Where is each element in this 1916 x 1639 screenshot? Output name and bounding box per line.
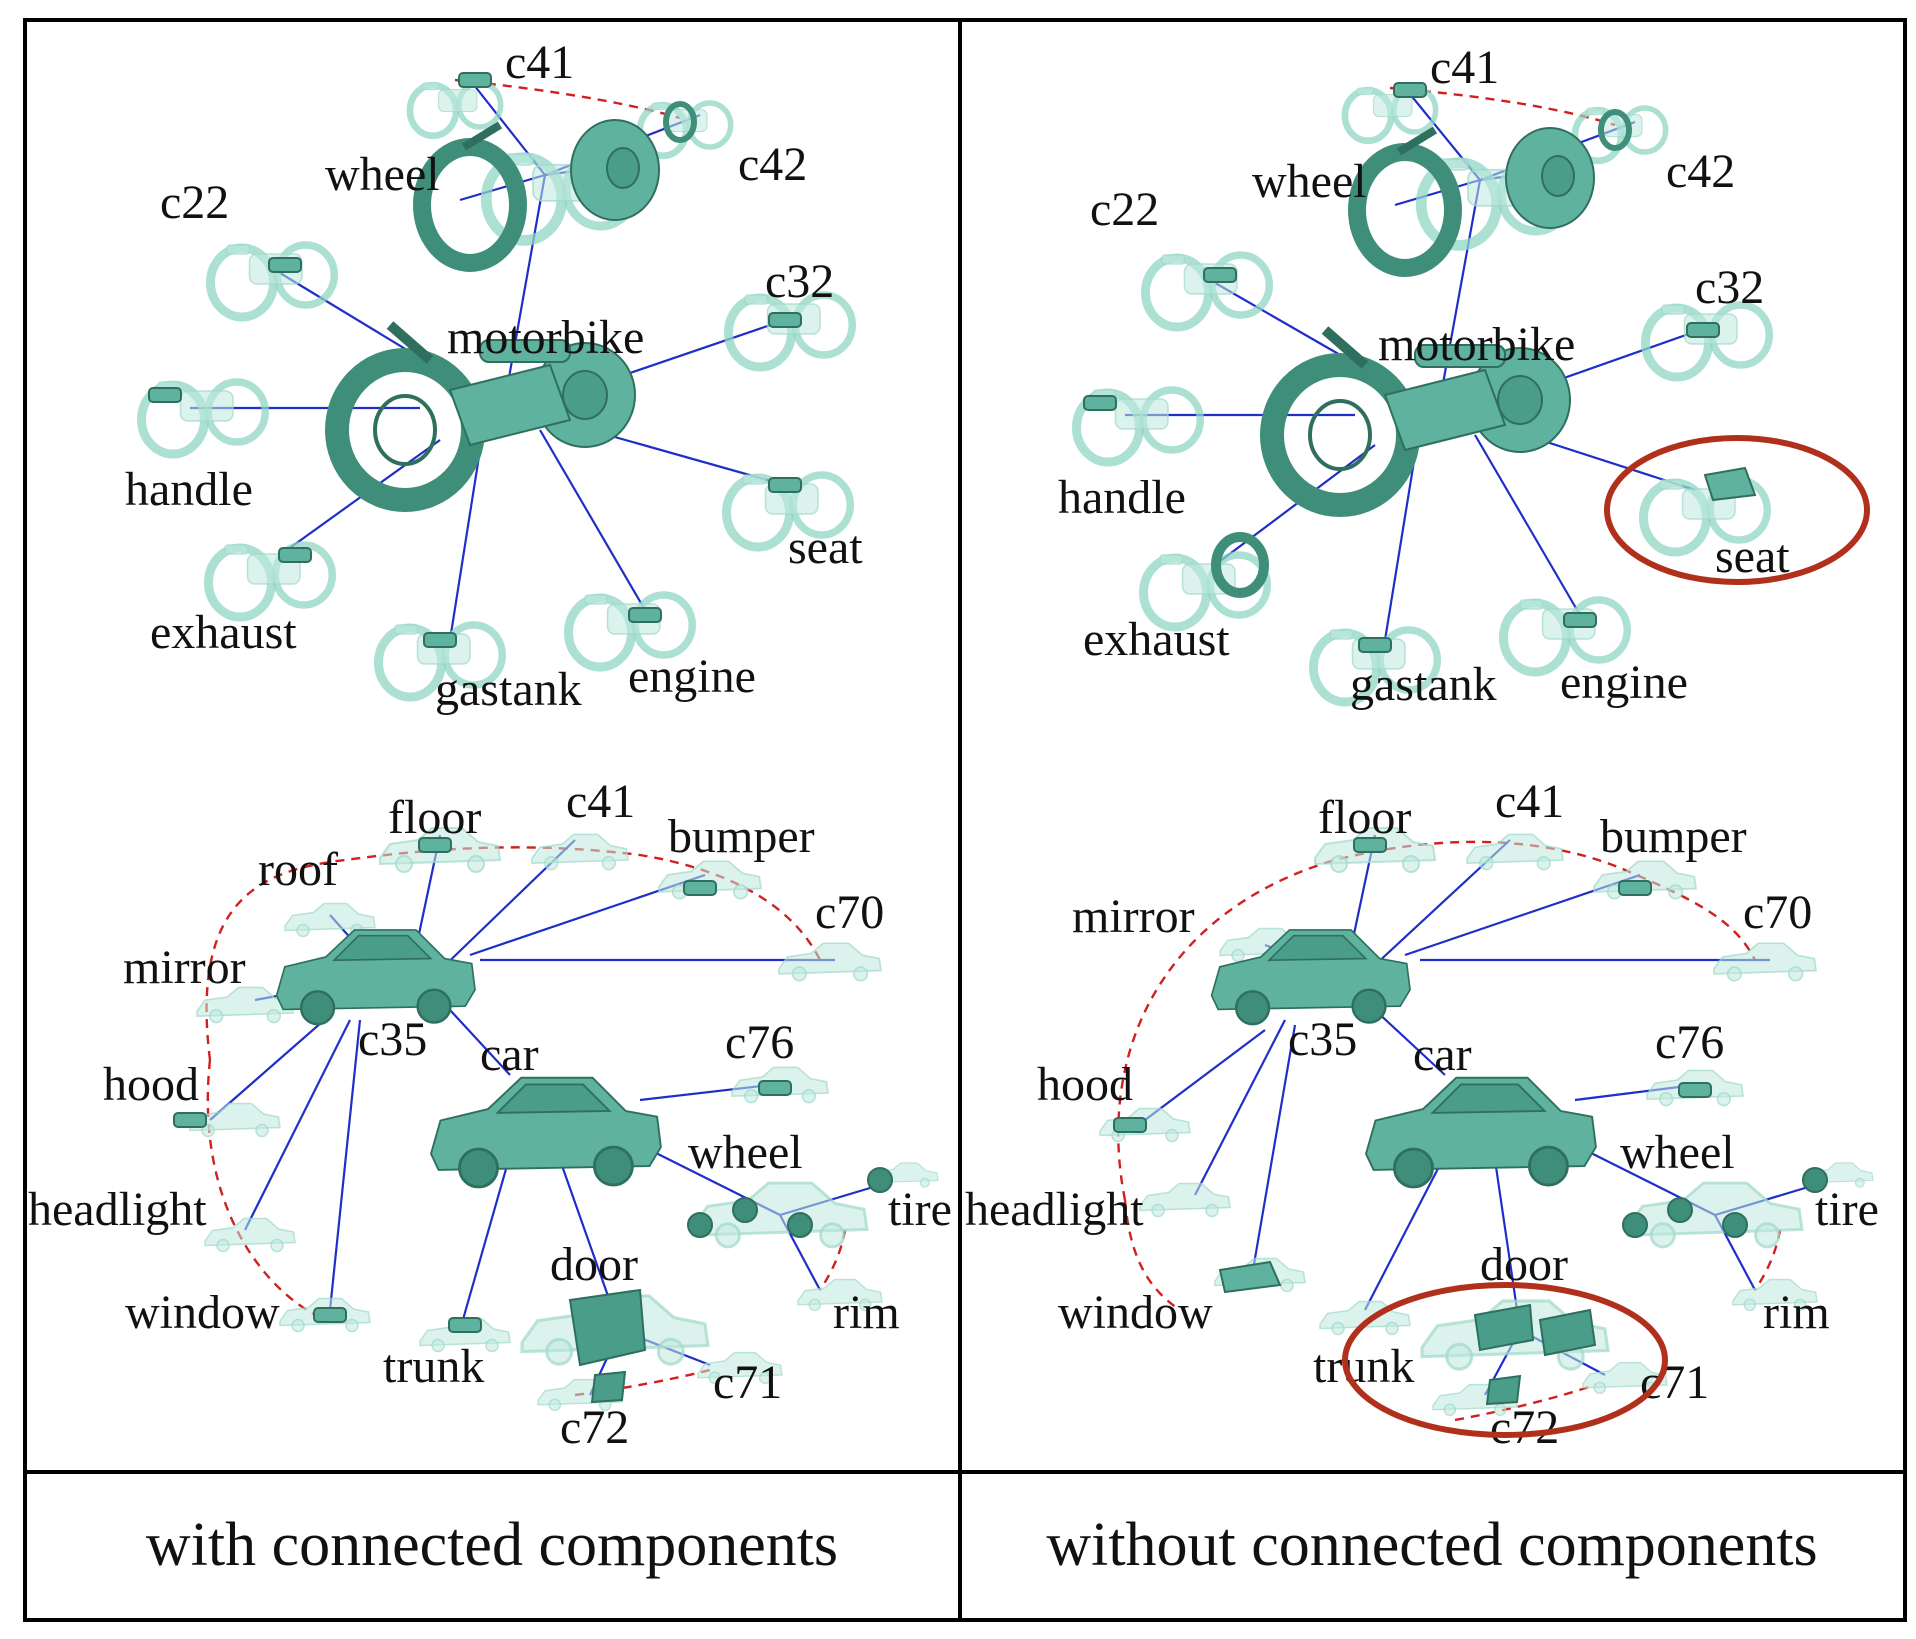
- label-handle: handle: [125, 463, 253, 516]
- label-car: car: [480, 1028, 539, 1081]
- label-trunk: trunk: [383, 1340, 484, 1393]
- label-c71: c71: [1640, 1356, 1709, 1409]
- label-door: door: [550, 1238, 638, 1291]
- label-headlight: headlight: [28, 1183, 207, 1236]
- label-gastank: gastank: [435, 663, 582, 716]
- figure-frame: [23, 18, 1907, 1622]
- label-wheel: wheel: [688, 1126, 803, 1179]
- label-tire: tire: [1815, 1183, 1879, 1236]
- left-panel: c41 wheel c42 c22 c32 motorbike handle s…: [28, 36, 952, 1454]
- left-motorbike-labels: c41 wheel c42 c22 c32 motorbike handle s…: [125, 36, 863, 716]
- label-handle: handle: [1058, 471, 1186, 524]
- label-trunk: trunk: [1313, 1340, 1414, 1393]
- caption-left: with connected components: [146, 1511, 838, 1579]
- right-panel: c41 wheel c42 c22 c32 motorbike handle s…: [965, 41, 1879, 1454]
- label-c32: c32: [765, 255, 834, 308]
- label-motorbike: motorbike: [1378, 318, 1575, 371]
- label-c72: c72: [1490, 1401, 1559, 1454]
- label-seat: seat: [1715, 530, 1790, 583]
- label-c22: c22: [1090, 183, 1159, 236]
- right-car-thumbnails: [1099, 827, 1874, 1417]
- left-car-labels: floor c41 bumper roof c70 mirror c35 car…: [28, 775, 952, 1454]
- label-rim: rim: [833, 1286, 900, 1339]
- label-c41: c41: [566, 775, 635, 828]
- label-c42: c42: [1666, 145, 1735, 198]
- label-c41: c41: [505, 36, 574, 89]
- label-bumper: bumper: [668, 810, 815, 863]
- label-tire: tire: [888, 1183, 952, 1236]
- label-c41: c41: [1495, 775, 1564, 828]
- label-floor: floor: [388, 791, 481, 844]
- label-window: window: [1058, 1286, 1213, 1339]
- label-c42: c42: [738, 138, 807, 191]
- caption-right: without connected components: [1046, 1511, 1817, 1579]
- label-c32: c32: [1695, 261, 1764, 314]
- label-c41: c41: [1430, 41, 1499, 94]
- label-mirror: mirror: [123, 941, 246, 994]
- left-car-thumbnails: [173, 827, 939, 1412]
- label-wheel: wheel: [325, 148, 440, 201]
- label-mirror: mirror: [1072, 890, 1195, 943]
- highlight-seat-ring: [1604, 435, 1870, 585]
- label-headlight: headlight: [965, 1183, 1144, 1236]
- label-exhaust: exhaust: [1083, 613, 1230, 666]
- label-bumper: bumper: [1600, 810, 1747, 863]
- label-c71: c71: [713, 1356, 782, 1409]
- label-c70: c70: [1743, 886, 1812, 939]
- label-wheel: wheel: [1252, 155, 1367, 208]
- left-motorbike-thumbnails: [142, 72, 853, 697]
- label-seat: seat: [788, 521, 863, 574]
- label-hood: hood: [1037, 1058, 1133, 1111]
- highlight-door-ring: [1342, 1282, 1668, 1438]
- label-c70: c70: [815, 886, 884, 939]
- label-hood: hood: [103, 1058, 199, 1111]
- label-window: window: [125, 1286, 280, 1339]
- label-roof: roof: [258, 843, 338, 896]
- label-floor: floor: [1318, 791, 1411, 844]
- label-c76: c76: [725, 1016, 794, 1069]
- label-wheel: wheel: [1620, 1126, 1735, 1179]
- label-rim: rim: [1763, 1286, 1830, 1339]
- label-c22: c22: [160, 176, 229, 229]
- right-motorbike-labels: c41 wheel c42 c22 c32 motorbike handle s…: [1058, 41, 1790, 711]
- label-c76: c76: [1655, 1016, 1724, 1069]
- label-exhaust: exhaust: [150, 606, 297, 659]
- label-gastank: gastank: [1350, 658, 1497, 711]
- label-motorbike: motorbike: [447, 311, 644, 364]
- label-c72: c72: [560, 1401, 629, 1454]
- label-engine: engine: [628, 650, 756, 703]
- label-engine: engine: [1560, 656, 1688, 709]
- right-car-labels: floor c41 bumper mirror c70 c35 car c76 …: [965, 775, 1879, 1454]
- right-motorbike-thumbnails: [1077, 82, 1770, 702]
- label-c35: c35: [358, 1013, 427, 1066]
- label-c35: c35: [1288, 1013, 1357, 1066]
- label-car: car: [1413, 1028, 1472, 1081]
